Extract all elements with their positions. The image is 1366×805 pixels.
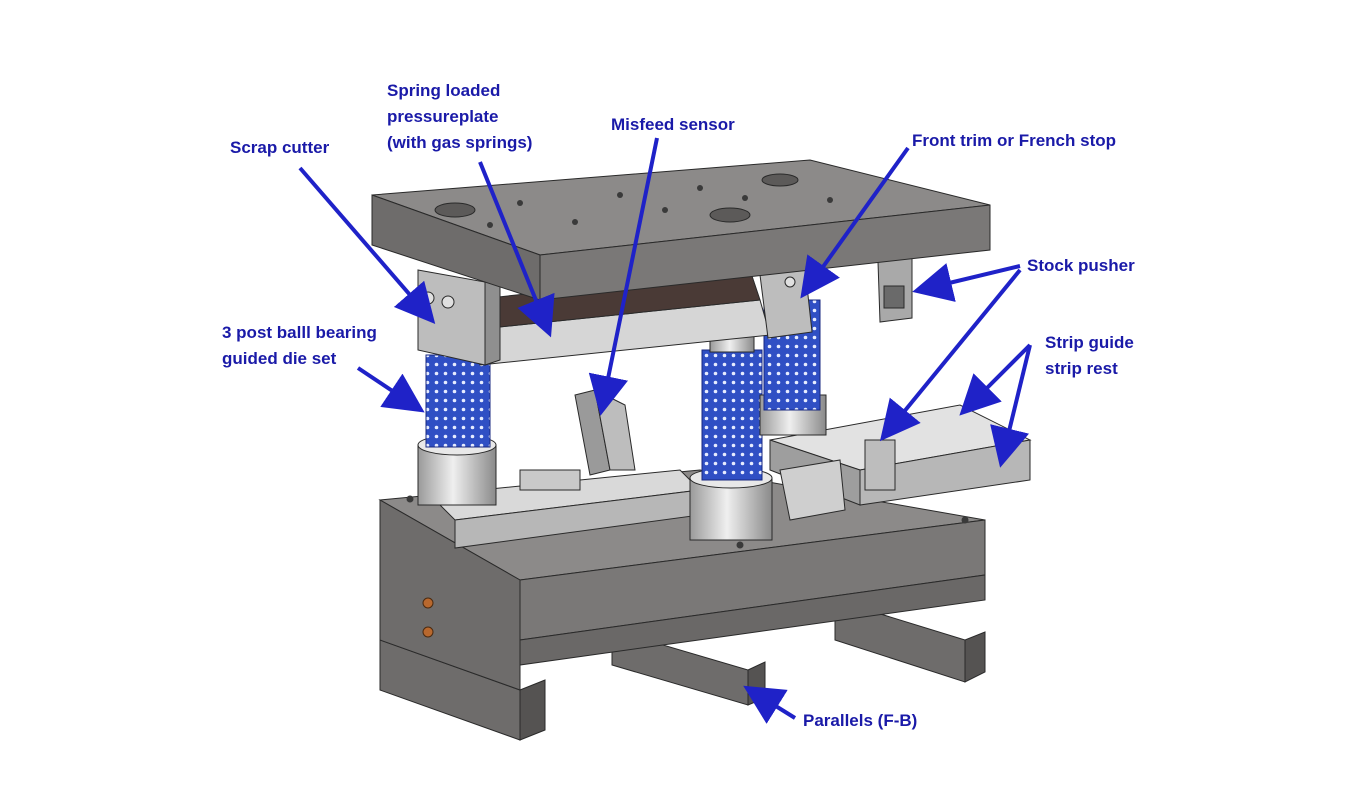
lower-shoe-front [379,499,521,691]
screw-icon [422,597,434,609]
screw-icon [961,516,969,524]
label-line: pressureplate [387,107,499,126]
parallel-left-side [519,679,546,741]
screw-icon [406,495,414,503]
screw-icon [421,291,435,305]
die-block [519,469,581,491]
label-line: guided die set [222,349,337,368]
arrowhead-icon [356,366,425,413]
label-line: (with gas springs) [387,133,533,152]
stock-pusher-part [877,257,913,323]
label-line: Scrap cutter [230,138,330,157]
label-line: Spring loaded [387,81,501,100]
screw-icon [422,626,434,638]
screw-icon [736,541,744,549]
entry-block [779,459,846,521]
ball-cage-middle [701,349,763,481]
label-strip-guide: Strip guide strip rest [1045,330,1134,382]
arrowhead-icon [879,268,1022,442]
screw-icon [784,276,796,288]
arrowhead-icon [959,343,1032,416]
parallels [379,599,986,741]
ball-cage-left [425,354,491,448]
upper-die-shoe [371,159,991,301]
callout-arrows [298,137,1032,724]
screw-icon [441,295,455,309]
label-line: Stock pusher [1027,256,1135,275]
parallel-right-side [964,631,986,683]
arrowhead-icon [588,137,659,416]
label-line: Strip guide [1045,333,1134,352]
label-die-set: 3 post balll bearing guided die set [222,320,377,372]
arrowhead-icon [478,161,555,338]
upper-shoe-side [539,204,991,301]
label-line: 3 post balll bearing [222,323,377,342]
arrowhead-icon [990,344,1032,468]
guide-posts [417,281,827,541]
label-parallels: Parallels (F-B) [803,708,917,734]
arrowhead-icon [800,146,910,299]
front-trim-part [759,267,813,339]
lower-shoe-right-low [519,574,986,666]
label-line: Parallels (F-B) [803,711,918,730]
stop-block [864,439,896,491]
arrowhead-icon [298,166,436,325]
label-stock-pusher: Stock pusher [1027,253,1135,279]
label-misfeed-sensor: Misfeed sensor [611,112,735,138]
arrowhead-icon [743,685,797,724]
label-line: Misfeed sensor [611,115,735,134]
label-scrap-cutter: Scrap cutter [230,135,329,161]
label-spring-loaded-pressureplate: Spring loaded pressureplate (with gas spri… [387,78,532,156]
label-line: Front trim or French stop [912,131,1116,150]
label-front-trim: Front trim or French stop [912,128,1116,154]
arrowhead-icon [912,263,1021,302]
label-line: strip rest [1045,359,1118,378]
